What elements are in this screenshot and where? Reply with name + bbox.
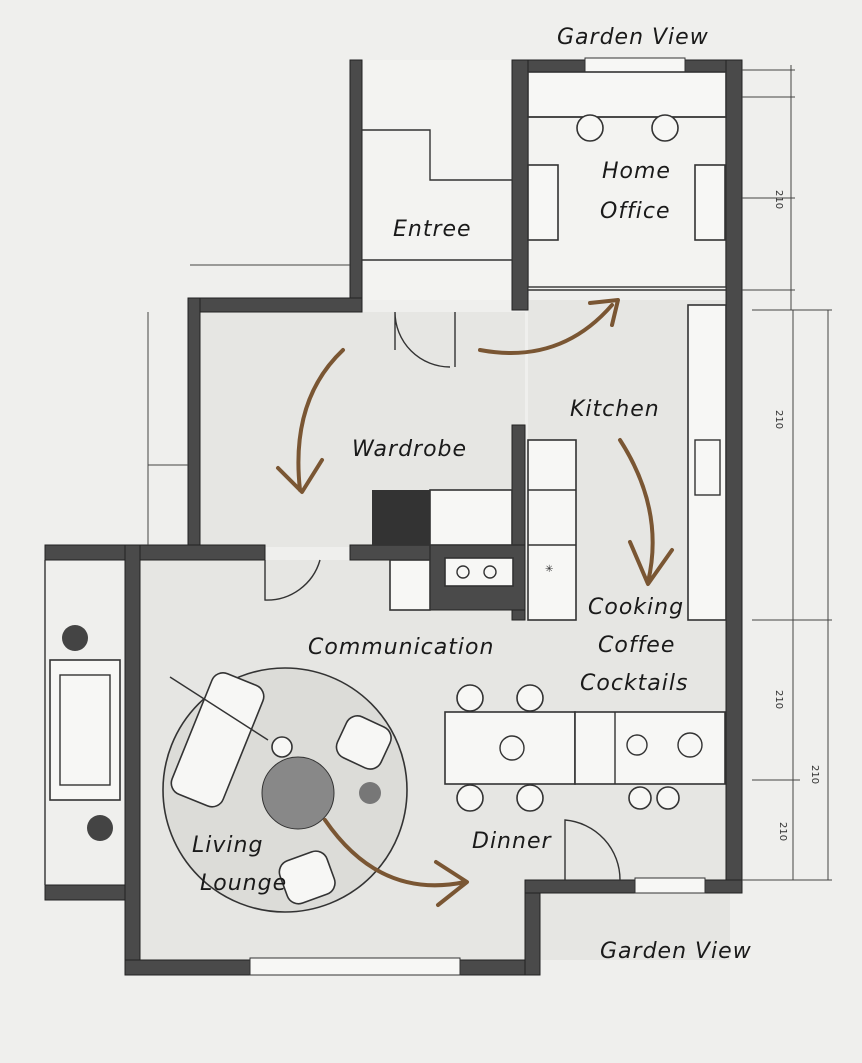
wardrobe-furniture	[264, 489, 513, 611]
label-coffee: Coffee	[598, 633, 675, 658]
label-home: Home	[602, 159, 671, 184]
label-dinner: Dinner	[472, 829, 552, 854]
label-garden-view-top: Garden View	[557, 25, 709, 50]
arrow-to-dinner	[323, 818, 469, 907]
label-garden-view-bottom: Garden View	[600, 939, 752, 964]
dimension-label: 210	[773, 410, 784, 429]
label-living: Living	[192, 833, 263, 858]
label-kitchen: Kitchen	[570, 397, 660, 422]
label-communication: Communication	[308, 635, 494, 660]
left-bay	[44, 560, 121, 885]
svg-text:✳: ✳	[545, 564, 553, 575]
label-entree: Entree	[393, 217, 472, 242]
label-lounge: Lounge	[200, 871, 287, 896]
circulation-arrows	[276, 298, 674, 907]
dimension-lines: 210 210 210 210 210	[147, 65, 832, 881]
arrow-to-wardrobe	[276, 348, 345, 494]
label-wardrobe: Wardrobe	[352, 437, 467, 462]
dimension-label: 210	[809, 765, 820, 784]
label-cooking: Cooking	[588, 595, 684, 620]
walls	[44, 57, 743, 976]
arrow-to-office	[478, 298, 620, 355]
dimension-label: 210	[777, 822, 788, 841]
living-furniture	[162, 667, 408, 913]
home-office-furniture	[527, 71, 727, 291]
dimension-label: 210	[773, 690, 784, 709]
dimension-label: 210	[773, 190, 784, 209]
entree-details	[362, 129, 512, 368]
arrow-to-cooking	[618, 438, 674, 586]
kitchen-furniture: ✳	[444, 304, 727, 881]
room-labels: Garden View Home Office Entree Kitchen W…	[192, 25, 752, 964]
label-cocktails: Cocktails	[580, 671, 688, 696]
label-office: Office	[600, 199, 671, 224]
